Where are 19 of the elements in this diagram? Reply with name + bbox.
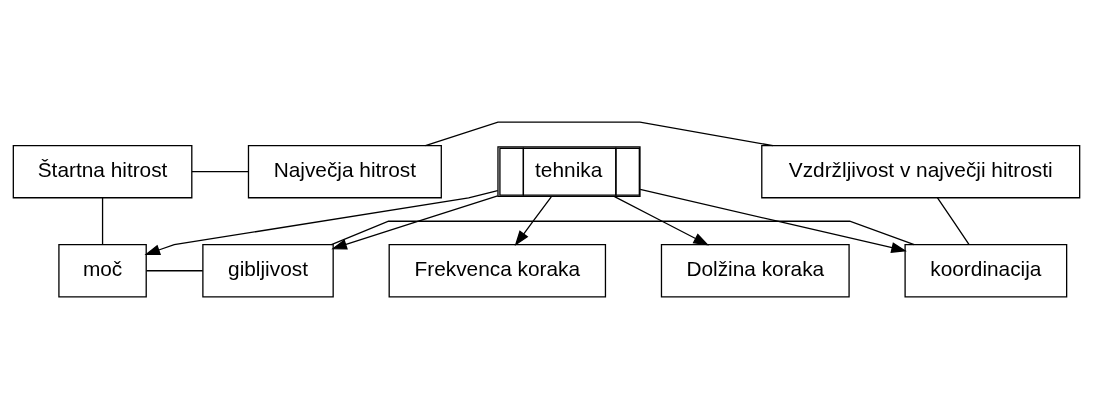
connector	[145, 270, 204, 272]
node-box: Vzdržljivost v največji hitrosti	[761, 145, 1081, 199]
node-box: Štartna hitrost	[12, 145, 193, 199]
node-box: gibljivost	[202, 244, 334, 298]
connector	[936, 197, 970, 245]
node-box: Dolžina koraka	[660, 244, 850, 298]
node-box: moč	[58, 244, 147, 298]
node-box: Frekvenca koraka	[388, 244, 607, 298]
arrow	[613, 195, 709, 246]
node-box: koordinacija	[904, 244, 1068, 298]
connector	[330, 220, 915, 246]
arrow	[331, 195, 499, 250]
connector	[191, 171, 249, 173]
connector	[101, 197, 104, 245]
arrow	[514, 196, 552, 247]
arrow	[144, 189, 499, 256]
arrow	[639, 188, 907, 253]
connector	[424, 121, 774, 147]
node-box: Največja hitrost	[247, 145, 442, 199]
